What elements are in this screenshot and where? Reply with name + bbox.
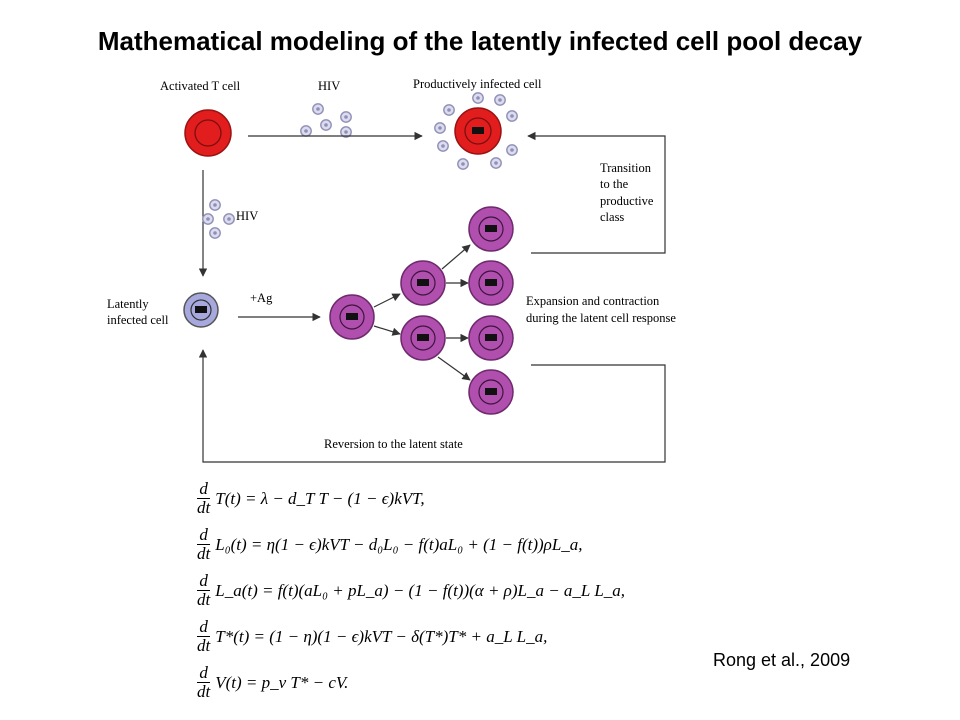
transition-label-line1: Transition	[600, 161, 652, 175]
transition-label-line4: class	[600, 210, 624, 224]
reversion-label: Reversion to the latent state	[324, 437, 463, 451]
division-arrows	[373, 244, 471, 381]
activated-t-cell-label: Activated T cell	[160, 79, 241, 93]
latent-cell-label-line1: Latently	[107, 297, 149, 311]
equation-4-rhs: T*(t) = (1 − η)(1 − ϵ)kVT − δ(T*)T* + a_…	[215, 626, 548, 646]
transition-label-line3: productive	[600, 194, 654, 208]
reversion-arrow	[198, 349, 666, 463]
expanding-cell-gen2-top	[400, 260, 446, 306]
productive-cell-label: Productively infected cell	[413, 77, 542, 91]
slide-title: Mathematical modeling of the latently in…	[97, 26, 863, 56]
latently-infected-cell	[183, 292, 219, 328]
expanding-cell-gen1	[329, 294, 375, 340]
transition-label-line2: to the	[600, 177, 629, 191]
hiv-virion-cluster-left	[202, 199, 235, 239]
hiv-virion-cluster-top	[300, 103, 352, 138]
expanding-cell-gen3-1	[468, 206, 514, 252]
expansion-label-line1: Expansion and contraction	[526, 294, 660, 308]
equation-3-rhs: L_a(t) = f(t)(aL₀ + pL_a) − (1 − f(t))(α…	[215, 580, 626, 600]
equation-1-rhs: T(t) = λ − d_T T − (1 − ϵ)kVT,	[215, 488, 425, 508]
transition-arrow	[527, 131, 666, 254]
expanding-cell-gen3-3	[468, 315, 514, 361]
expanding-cell-gen3-4	[468, 369, 514, 415]
equation-2-rhs: L₀(t) = η(1 − ϵ)kVT − d₀L₀ − f(t)aL₀ + (…	[215, 534, 583, 554]
equation-5-rhs: V(t) = p_v T* − cV.	[215, 672, 349, 692]
antigen-label: +Ag	[250, 291, 273, 305]
productively-infected-cell	[454, 107, 502, 155]
hiv-left-label: HIV	[236, 209, 258, 223]
expanding-cell-gen2-bottom	[400, 315, 446, 361]
activated-t-cell	[184, 109, 232, 157]
expansion-label-line2: during the latent cell response	[526, 311, 676, 325]
latent-cell-label-line2: infected cell	[107, 313, 169, 327]
citation: Rong et al., 2009	[713, 650, 851, 670]
expanding-cell-gen3-2	[468, 260, 514, 306]
hiv-top-label: HIV	[318, 79, 340, 93]
